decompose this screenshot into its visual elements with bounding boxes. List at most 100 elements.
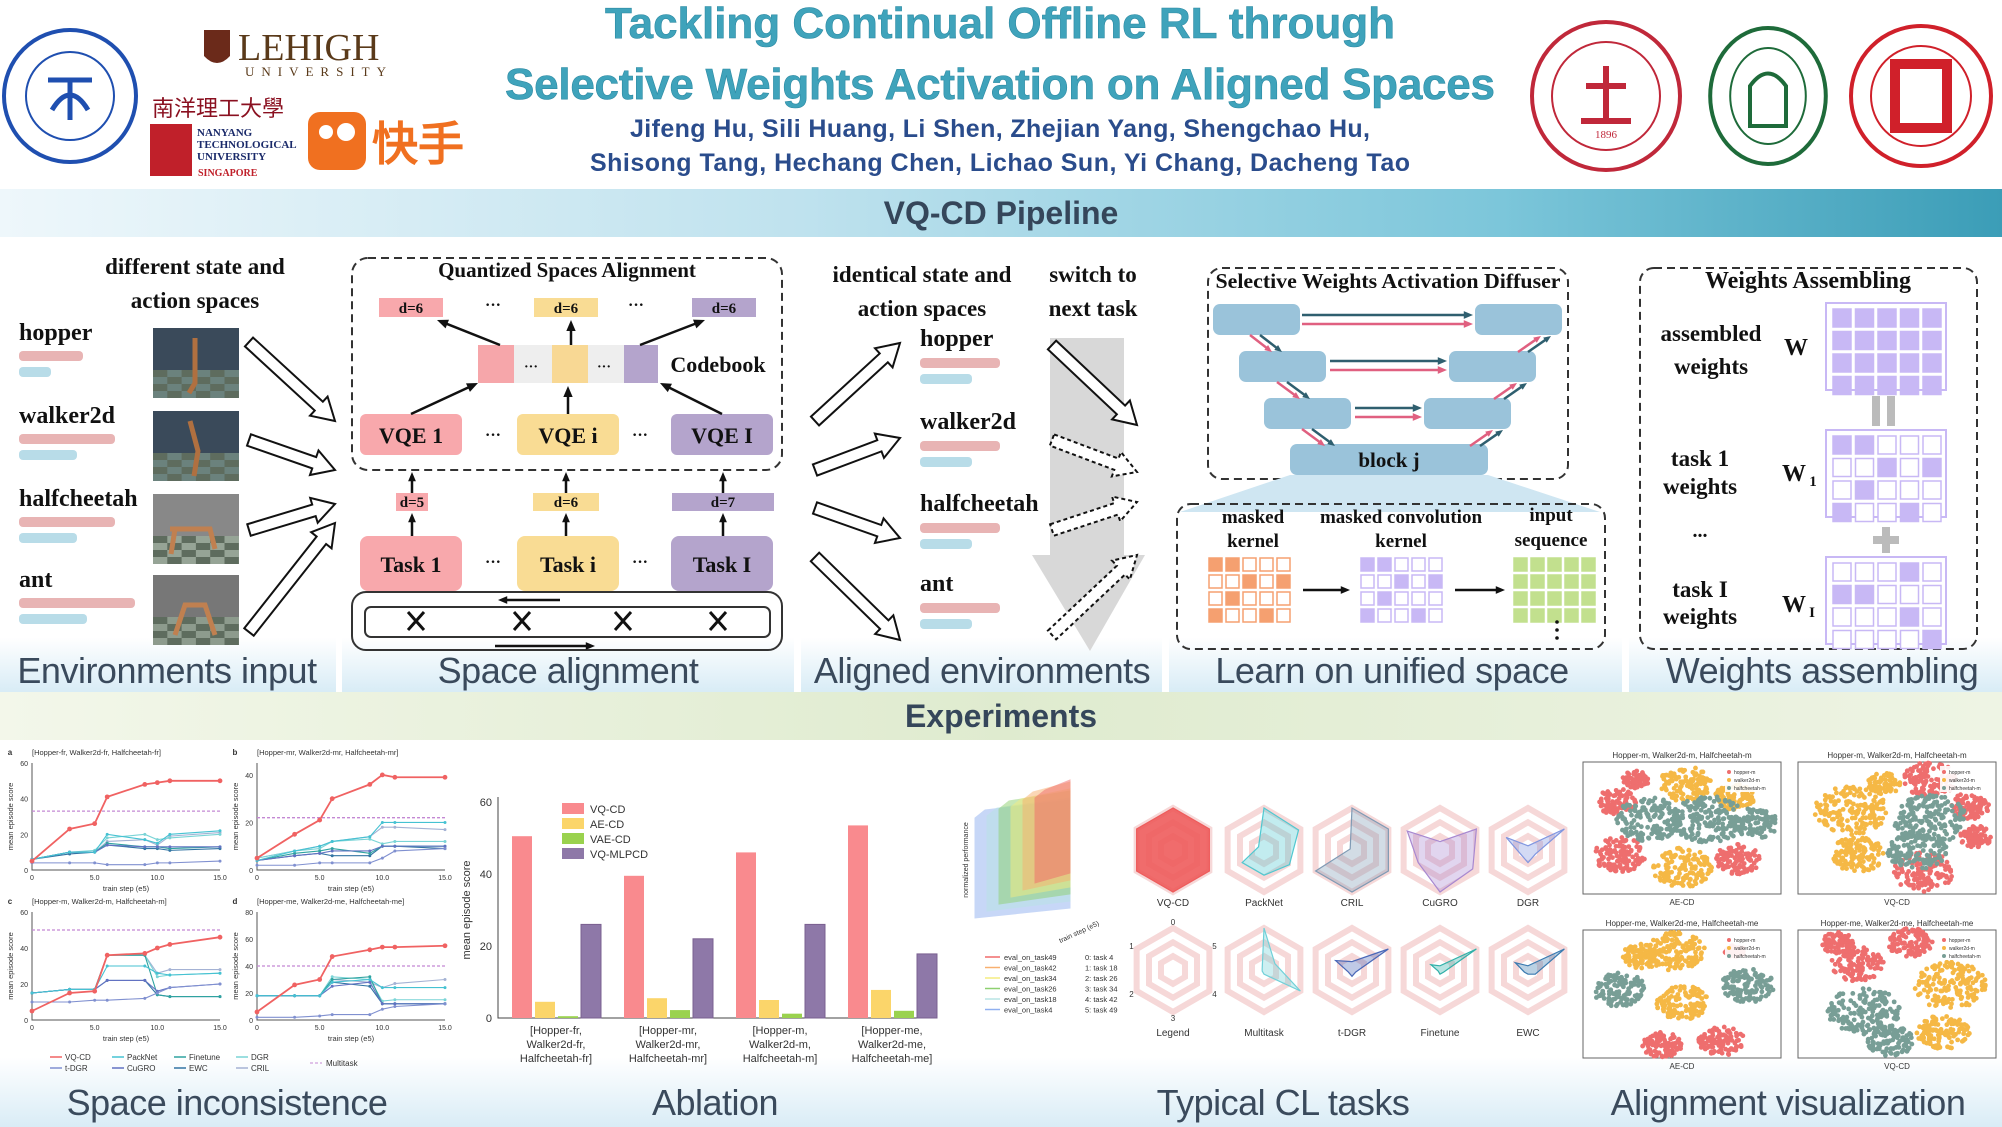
tsne-point [1695,832,1701,838]
env-input-heading: action spaces [131,288,259,313]
tsne-point [1669,869,1675,875]
tsne-point [1988,834,1993,840]
tsne-point [1916,885,1922,891]
radar-axis-label: 5 [1212,942,1217,951]
tsne-point [1827,1016,1833,1022]
tsne-point [1835,814,1840,820]
tsne-plot: Hopper-m, Walker2d-m, Halfcheetah-mAE-CD… [1582,751,1782,907]
floor-tile [224,557,239,564]
series-point-t-DGR [105,998,109,1002]
category-label: Halfcheetah-mr] [629,1053,707,1065]
tsne-point [1704,855,1710,861]
tsne-point [1626,844,1632,850]
logo-ring [1708,26,1828,166]
series-point-Finetune [330,847,334,851]
floor-tile [167,638,182,645]
arrow-head [437,319,449,329]
task-box [360,536,462,591]
tsne-point [1880,850,1886,856]
bar-VQ-CD [624,875,644,1018]
tsne-point [1685,993,1690,999]
tsne-point [1665,1046,1670,1052]
tsne-point [1648,942,1653,948]
tsne-point [1676,1044,1682,1050]
y-tick-label: 0 [24,868,28,875]
panel-label-environments-input: Environments input [17,650,317,691]
axes [256,763,445,871]
legend-label: CRIL [251,1064,270,1073]
stream-cross-icon [512,611,532,631]
series-point-CuGRO [105,843,109,847]
tsne-point [1740,996,1745,1002]
floor-tile [153,617,168,624]
tsne-point [1874,1018,1880,1023]
subplot-letter: d [233,897,238,906]
grid-cell [1276,591,1291,606]
tsne-point [1931,766,1936,772]
tsne-point [1671,771,1677,777]
tsne-point [1620,858,1626,864]
tsne-point [1939,967,1945,973]
tsne-point [1921,949,1927,955]
tsne-point [1859,977,1864,983]
robot [187,420,201,477]
x-tick-label: 5.0 [90,875,100,882]
grid-cell [1242,608,1257,623]
tsne-point [1944,1028,1949,1034]
tsne-point [1730,848,1736,854]
series-point-PackNet [168,973,172,977]
kuaishou-logo: 快手 [308,112,464,170]
tsne-point [1863,835,1869,841]
tsne-point [1955,1037,1961,1043]
tsne-point [1612,996,1618,1002]
tsne-point [1902,781,1908,787]
tsne-point [1919,785,1925,791]
tsne-point [1929,1027,1935,1033]
tsne-point [1673,797,1679,803]
y-tick-label: 20 [20,832,28,839]
tsne-point [1670,1002,1676,1008]
output-dim-label: d=6 [399,301,424,317]
floor-tile [167,557,182,564]
tsne-point [1871,1004,1876,1010]
skip-arrow-head [1412,404,1422,412]
tsne-point [1876,862,1882,867]
tsne-point [1711,1040,1717,1045]
grid-cell [1899,375,1920,396]
tsne-point [1672,942,1678,948]
series-point-DGR [443,998,447,1002]
tsne-point [1715,853,1721,858]
tsne-point [1688,814,1694,820]
tsne-point [1951,1021,1956,1027]
tsne-point [1750,807,1756,813]
series-point-DGR [393,998,397,1002]
tsne-point [1674,931,1680,937]
arrow-head [660,383,672,393]
series-point-VQ-CD [29,1008,35,1014]
tsne-point [1929,787,1934,793]
tsne-point [1758,994,1764,1000]
tsne-point [1729,984,1735,990]
series-line-CuGRO [256,845,445,862]
tsne-point [1688,1015,1694,1021]
tsne-point [1730,1026,1736,1032]
tsne-point [1628,1001,1634,1007]
logo-ring [25,51,115,141]
tsne-point [1837,808,1842,814]
tsne-point [1898,1027,1903,1033]
tsne-point [1832,858,1838,864]
grid-cell [1394,608,1409,623]
tsne-point [1906,868,1912,874]
series-line-t-DGR [32,860,221,866]
tsne-point [1903,926,1908,932]
series-point-VQ-CD [292,982,297,988]
tsne-point [1664,857,1670,863]
arrow-head [466,383,478,392]
y-tick-label: 0 [249,868,253,875]
tsne-point [1620,803,1626,809]
tsne-point [1651,814,1657,819]
series-point-t-DGR [293,863,297,867]
series-point-t-DGR [93,861,97,865]
tsne-point [1758,983,1764,989]
